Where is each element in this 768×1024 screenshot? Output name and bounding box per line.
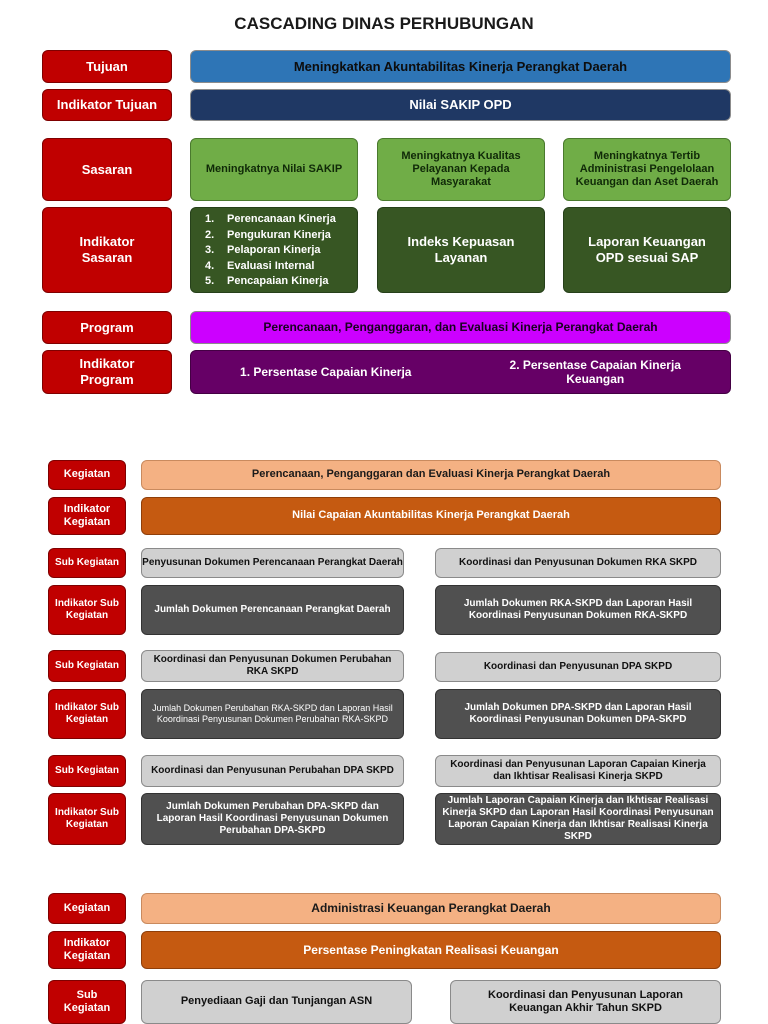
sasaran-box-3: Meningkatnya Tertib Administrasi Pengelo… <box>563 138 731 201</box>
label-sub-kegiatan-1: Sub Kegiatan <box>48 548 126 578</box>
indikator-sub-kegiatan-1-right: Jumlah Dokumen RKA-SKPD dan Laporan Hasi… <box>435 585 721 635</box>
indikator-sub-kegiatan-3-right: Jumlah Laporan Capaian Kinerja dan Ikhti… <box>435 793 721 845</box>
label-program: Program <box>42 311 172 344</box>
label-indikator-tujuan: Indikator Tujuan <box>42 89 172 121</box>
sub-kegiatan-2-left: Koordinasi dan Penyusunan Dokumen Peruba… <box>141 650 404 682</box>
label-indikator-sasaran: Indikator Sasaran <box>42 207 172 293</box>
label-indikator-sub-kegiatan-3: Indikator Sub Kegiatan <box>48 793 126 845</box>
indikator-sub-kegiatan-1-left: Jumlah Dokumen Perencanaan Perangkat Dae… <box>141 585 404 635</box>
program-box: Perencanaan, Penganggaran, dan Evaluasi … <box>190 311 731 344</box>
sub-kegiatan-3-right: Koordinasi dan Penyusunan Laporan Capaia… <box>435 755 721 787</box>
kegiatan-1-box: Perencanaan, Penganggaran dan Evaluasi K… <box>141 460 721 490</box>
indikator-kegiatan-2-box: Persentase Peningkatan Realisasi Keuanga… <box>141 931 721 969</box>
indikator-sasaran-box-3: Laporan Keuangan OPD sesuai SAP <box>563 207 731 293</box>
kegiatan-2-box: Administrasi Keuangan Perangkat Daerah <box>141 893 721 924</box>
label-kegiatan-2: Kegiatan <box>48 893 126 924</box>
indikator-sasaran-item-2: 2.Pengukuran Kinerja <box>205 228 331 241</box>
label-tujuan: Tujuan <box>42 50 172 83</box>
label-indikator-sub-kegiatan-2: Indikator Sub Kegiatan <box>48 689 126 739</box>
indikator-program-box: 1. Persentase Capaian Kinerja 2. Persent… <box>190 350 731 394</box>
indikator-sasaran-list: 1.Perencanaan Kinerja 2.Pengukuran Kiner… <box>190 207 358 293</box>
sub-kegiatan-4-right: Koordinasi dan Penyusunan Laporan Keuang… <box>450 980 721 1024</box>
label-indikator-sub-kegiatan-1: Indikator Sub Kegiatan <box>48 585 126 635</box>
label-indikator-kegiatan-1: Indikator Kegiatan <box>48 497 126 535</box>
page-title: CASCADING DINAS PERHUBUNGAN <box>234 14 534 33</box>
label-sub-kegiatan-4: Sub Kegiatan <box>48 980 126 1024</box>
label-indikator-kegiatan-2: Indikator Kegiatan <box>48 931 126 969</box>
indikator-sasaran-item-5: 5.Pencapaian Kinerja <box>205 275 329 287</box>
sasaran-box-2: Meningkatnya Kualitas Pelayanan Kepada M… <box>377 138 545 201</box>
indikator-sasaran-item-1: 1.Perencanaan Kinerja <box>205 213 336 225</box>
label-sub-kegiatan-2: Sub Kegiatan <box>48 650 126 682</box>
sub-kegiatan-1-right: Koordinasi dan Penyusunan Dokumen RKA SK… <box>435 548 721 578</box>
indikator-sasaran-item-3: 3.Pelaporan Kinerja <box>205 244 321 256</box>
sub-kegiatan-2-right: Koordinasi dan Penyusunan DPA SKPD <box>435 652 721 682</box>
label-kegiatan-1: Kegiatan <box>48 460 126 490</box>
label-sub-kegiatan-3: Sub Kegiatan <box>48 755 126 787</box>
sub-kegiatan-3-left: Koordinasi dan Penyusunan Perubahan DPA … <box>141 755 404 787</box>
indikator-sub-kegiatan-2-right: Jumlah Dokumen DPA-SKPD dan Laporan Hasi… <box>435 689 721 739</box>
tujuan-box: Meningkatkan Akuntabilitas Kinerja Peran… <box>190 50 731 83</box>
indikator-sasaran-item-4: 4.Evaluasi Internal <box>205 259 315 272</box>
sasaran-box-1: Meningkatnya Nilai SAKIP <box>190 138 358 201</box>
indikator-sub-kegiatan-2-left: Jumlah Dokumen Perubahan RKA-SKPD dan La… <box>141 689 404 739</box>
label-indikator-program: Indikator Program <box>42 350 172 394</box>
sub-kegiatan-4-left: Penyediaan Gaji dan Tunjangan ASN <box>141 980 412 1024</box>
indikator-program-1: 1. Persentase Capaian Kinerja <box>240 364 412 379</box>
sub-kegiatan-1-left: Penyusunan Dokumen Perencanaan Perangkat… <box>141 548 404 578</box>
indikator-program-2: 2. Persentase Capaian Kinerja Keuangan <box>509 357 681 386</box>
indikator-tujuan-box: Nilai SAKIP OPD <box>190 89 731 121</box>
indikator-kegiatan-1-box: Nilai Capaian Akuntabilitas Kinerja Pera… <box>141 497 721 535</box>
indikator-sasaran-box-2: Indeks Kepuasan Layanan <box>377 207 545 293</box>
indikator-sub-kegiatan-3-left: Jumlah Dokumen Perubahan DPA-SKPD dan La… <box>141 793 404 845</box>
label-sasaran: Sasaran <box>42 138 172 201</box>
